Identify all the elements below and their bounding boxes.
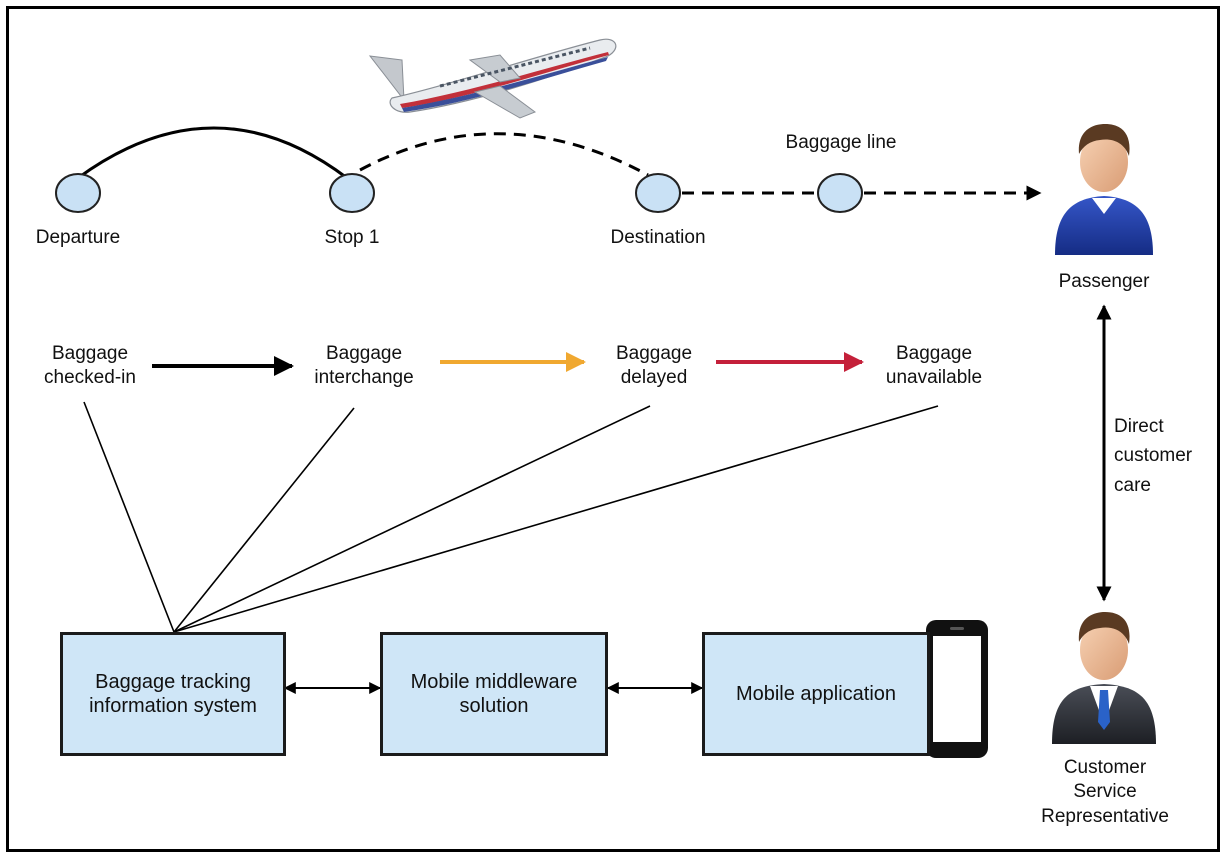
status-interchange: Baggage interchange — [294, 342, 434, 391]
care-line-3: care — [1114, 474, 1151, 496]
label-destination: Destination — [610, 227, 706, 248]
customer-service-representative-icon — [1052, 612, 1156, 744]
label-direct-customer-care: Direct customer care — [1114, 412, 1214, 500]
label-customer-service-representative: Customer Service Representative — [1032, 756, 1178, 829]
care-line-2: customer — [1114, 445, 1193, 467]
box-tracking-line-2: information system — [89, 695, 257, 717]
link-checked-in — [83, 401, 175, 633]
box-mobile-application: Mobile application — [702, 632, 930, 756]
rep-line-1: Customer — [1063, 757, 1147, 778]
node-departure — [55, 173, 101, 213]
node-stop1 — [329, 173, 375, 213]
smartphone-icon — [926, 620, 988, 758]
status-unavailable-line-1: Baggage — [895, 343, 973, 364]
box-mobile-middleware: Mobile middleware solution — [380, 632, 608, 756]
status-delayed: Baggage delayed — [584, 342, 724, 391]
status-delayed-line-1: Baggage — [615, 343, 693, 364]
label-departure: Departure — [35, 227, 121, 248]
status-checked-in-line-2: checked-in — [44, 367, 136, 389]
link-delayed — [173, 405, 651, 633]
box-middleware-line-1: Mobile middleware — [410, 670, 578, 693]
status-checked-in: Baggage checked-in — [20, 342, 160, 391]
rep-line-2: Service — [1073, 781, 1137, 803]
passenger-icon — [1055, 124, 1153, 255]
link-interchange — [173, 407, 355, 633]
status-delayed-line-2: delayed — [620, 367, 688, 389]
status-unavailable: Baggage unavailable — [862, 342, 1006, 391]
care-line-1: Direct — [1114, 416, 1164, 437]
node-baggage-line — [817, 173, 863, 213]
box-app-label: Mobile application — [735, 682, 897, 705]
box-baggage-tracking-system: Baggage tracking information system — [60, 632, 286, 756]
link-unavailable — [173, 405, 939, 633]
route-arc-departure-stop1 — [77, 126, 348, 180]
status-checked-in-line-1: Baggage — [51, 343, 129, 364]
status-interchange-line-2: interchange — [314, 367, 414, 389]
box-tracking-line-1: Baggage tracking — [95, 670, 251, 693]
box-middleware-line-2: solution — [459, 695, 529, 717]
airplane-icon — [368, 38, 617, 119]
rep-line-3: Representative — [1041, 805, 1169, 827]
status-unavailable-line-2: unavailable — [885, 367, 983, 389]
label-passenger: Passenger — [1058, 271, 1150, 292]
status-interchange-line-1: Baggage — [325, 343, 403, 364]
route-arc-stop1-destination — [359, 132, 649, 177]
node-destination — [635, 173, 681, 213]
label-stop1: Stop 1 — [324, 227, 380, 248]
label-baggage-line: Baggage line — [785, 132, 897, 153]
